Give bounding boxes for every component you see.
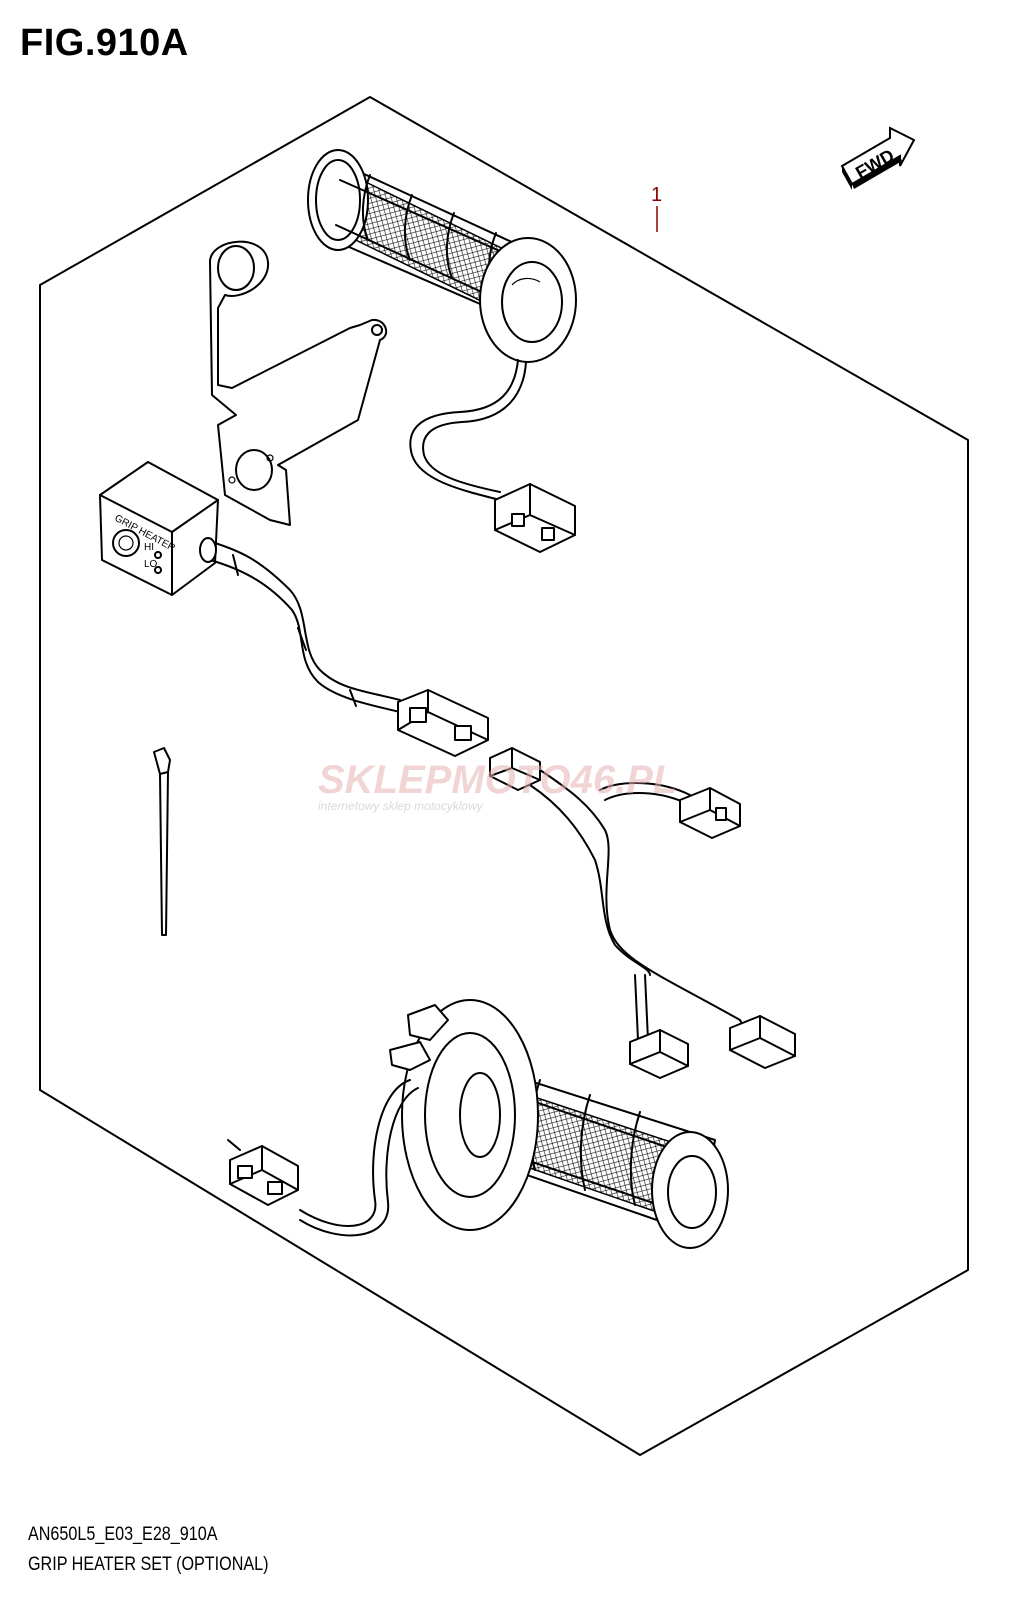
sub-harness-connector-upper — [679, 787, 741, 839]
watermark-brand: SKLEPMOTO46.PL — [318, 758, 677, 802]
sub-harness-wire — [539, 769, 741, 1021]
upper-heated-grip — [307, 149, 577, 363]
switch-lo-label: LO — [144, 559, 158, 570]
lower-grip-connector — [227, 1139, 299, 1206]
figure-description: GRIP HEATER SET (OPTIONAL) — [28, 1554, 269, 1575]
figure-title: FIG.910A — [20, 22, 189, 64]
fwd-arrow-icon: FWD — [840, 126, 916, 190]
upper-grip-wire — [409, 359, 519, 501]
switch-hi-label: HI — [144, 542, 154, 553]
watermark: SKLEPMOTO46.PL internetowy sklep motocyk… — [318, 758, 677, 813]
kit-box-outline — [39, 96, 969, 1456]
cable-tie — [153, 747, 171, 936]
lower-grip-wire — [299, 1079, 411, 1227]
upper-grip-connector — [494, 483, 576, 553]
sub-harness-connector — [489, 747, 541, 791]
mounting-bracket — [209, 240, 388, 526]
watermark-tagline: internetowy sklep motocyklowy — [318, 799, 484, 813]
grip-heater-switch: GRIP HEATER HI LO — [99, 461, 219, 596]
figure-code: AN650L5_E03_E28_910A — [28, 1524, 218, 1545]
sub-harness-connector-left — [629, 1029, 689, 1079]
lower-heated-grip — [389, 999, 729, 1249]
switch-connector — [397, 689, 489, 757]
callout-number: 1 — [651, 184, 662, 206]
switch-wire — [204, 539, 401, 701]
sub-harness-connector-right — [729, 1015, 796, 1069]
